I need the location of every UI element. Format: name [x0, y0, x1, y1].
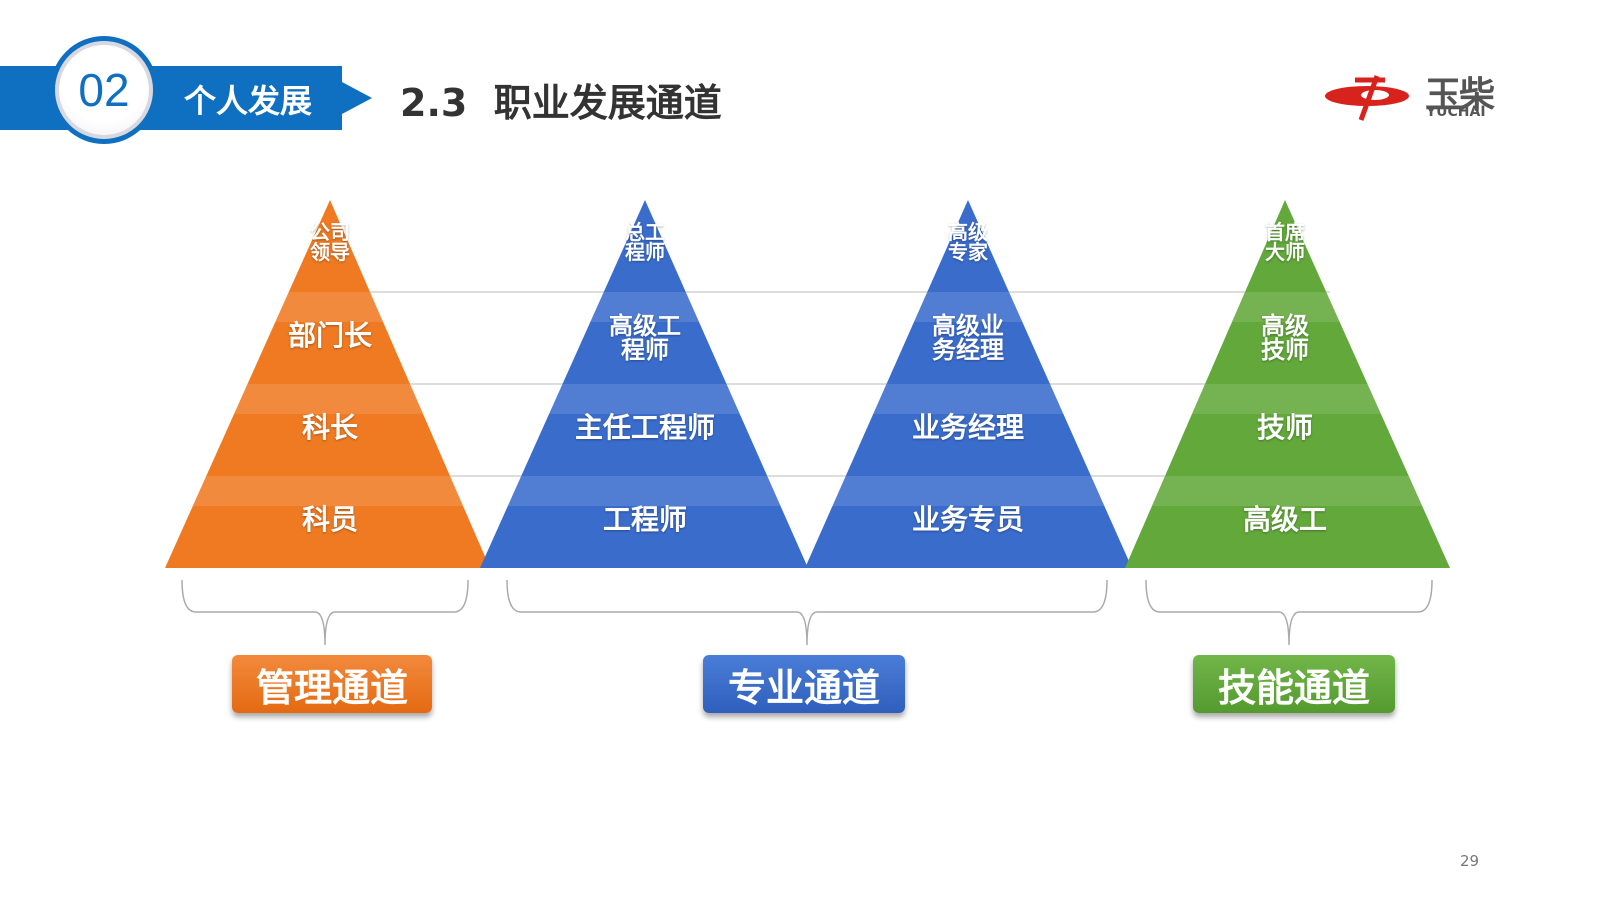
pyramid-3	[1125, 200, 1450, 568]
logo-text-en: YUCHAI	[1426, 104, 1486, 120]
pyramid-level-label: 科长	[301, 411, 359, 444]
yuchai-logo-icon	[1325, 75, 1409, 121]
pyramid-level-label: 部门长	[287, 319, 373, 352]
pyramid-0	[165, 200, 490, 568]
management-channel-label: 管理通道	[232, 655, 432, 713]
pyramid-tier-highlight	[873, 384, 1064, 414]
channel-brace	[506, 579, 1108, 646]
pyramid-1	[480, 200, 808, 568]
pyramid-tier-highlight	[234, 384, 424, 414]
pyramid-level-label: 主任工程师	[574, 411, 716, 444]
page-number: 29	[1460, 852, 1480, 870]
pyramid-level-label: 高级专家	[948, 220, 988, 264]
pyramid-level-label: 科员	[301, 503, 359, 536]
channel-brace	[181, 579, 469, 646]
pyramid-tier-highlight	[1191, 384, 1381, 414]
pyramid-level-label: 技师	[1256, 411, 1314, 444]
pyramid-tier-highlight	[832, 476, 1105, 506]
pyramid-tier-highlight	[549, 384, 740, 414]
logo-text-cn: 玉柴	[1425, 75, 1495, 116]
pyramid-level-label: 工程师	[602, 503, 688, 536]
pyramid-tier-highlight	[1151, 476, 1423, 506]
pyramid-level-label: 高级工	[1242, 503, 1328, 536]
pyramid-tier-highlight	[275, 292, 384, 322]
pyramid-level-label: 业务经理	[911, 411, 1025, 444]
page-title: 2.3 职业发展通道	[400, 81, 722, 125]
section-band-arrow	[342, 82, 372, 114]
pyramid-tier-highlight	[1231, 292, 1340, 322]
channel-brace	[1145, 579, 1433, 646]
pyramid-level-label: 高级业务经理	[932, 312, 1004, 364]
section-number-badge: 02	[50, 36, 158, 144]
pyramid-level-label: 公司领导	[310, 220, 350, 264]
professional-channel-label: 专业通道	[703, 655, 905, 713]
skill-channel-label: 技能通道	[1193, 655, 1395, 713]
pyramid-level-label: 总工程师	[625, 220, 665, 264]
pyramid-tier-highlight	[192, 476, 464, 506]
pyramid-level-label: 首席大师	[1265, 220, 1305, 264]
pyramid-2	[805, 200, 1132, 568]
pyramid-tier-highlight	[913, 292, 1023, 322]
pyramid-tier-highlight	[590, 292, 700, 322]
section-label: 个人发展	[184, 82, 313, 120]
pyramid-level-label: 高级技师	[1261, 312, 1309, 364]
pyramid-tier-highlight	[507, 476, 781, 506]
pyramid-level-label: 业务专员	[911, 503, 1025, 536]
pyramid-level-label: 高级工程师	[609, 312, 681, 364]
